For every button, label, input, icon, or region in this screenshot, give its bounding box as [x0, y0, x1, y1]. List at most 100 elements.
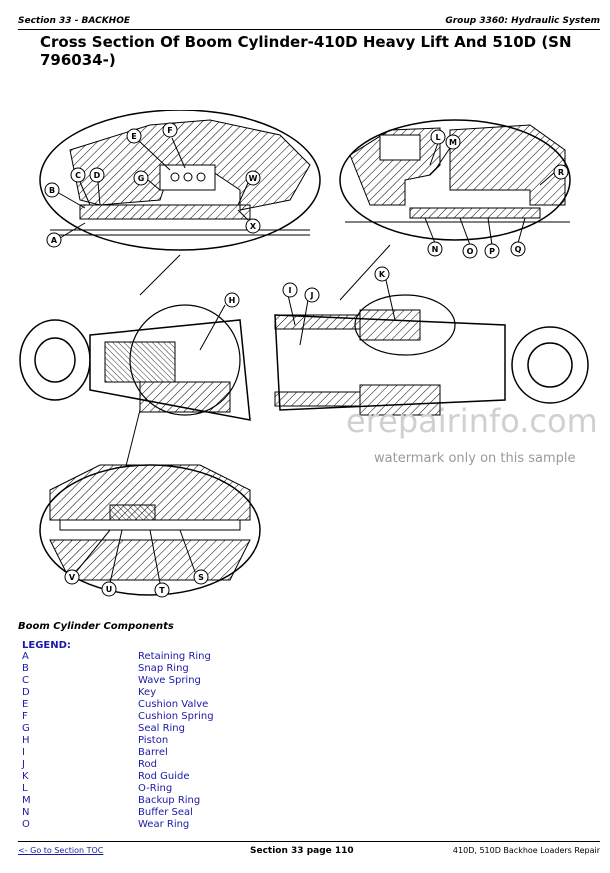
group-label: Group 3360: Hydraulic System	[445, 16, 600, 26]
svg-text:J: J	[310, 291, 314, 300]
callout-w: W	[237, 170, 261, 206]
svg-text:H: H	[229, 296, 236, 305]
callout-i: I	[282, 282, 298, 326]
callout-q: Q	[510, 217, 526, 257]
callout-n: N	[424, 217, 443, 257]
legend-label: Rod Guide	[138, 771, 190, 782]
callout-e: E	[126, 128, 171, 171]
legend-label: Cushion Spring	[138, 711, 214, 722]
callout-a: A	[46, 222, 86, 248]
svg-text:Q: Q	[515, 245, 522, 254]
legend-key: H	[22, 735, 30, 746]
callout-h: H	[199, 292, 240, 351]
callout-l: L	[429, 129, 446, 166]
svg-text:L: L	[435, 133, 440, 142]
detail-rod-guide	[339, 119, 571, 241]
svg-text:R: R	[558, 168, 564, 177]
legend-item: M Backup Ring	[22, 795, 342, 807]
svg-text:T: T	[159, 586, 165, 595]
legend-item: J Rod	[22, 759, 342, 771]
svg-text:E: E	[131, 132, 136, 141]
legend-item: B Snap Ring	[22, 663, 342, 675]
callout-c: C	[70, 167, 91, 206]
legend-label: Key	[138, 687, 157, 698]
svg-text:W: W	[249, 174, 258, 183]
legend-key: I	[22, 747, 25, 758]
legend-item: K Rod Guide	[22, 771, 342, 783]
callout-g: G	[133, 170, 161, 191]
legend-label: Snap Ring	[138, 663, 189, 674]
detail-piston-seal	[39, 464, 261, 596]
svg-text:P: P	[489, 247, 495, 256]
page-title: Cross Section Of Boom Cylinder-410D Heav…	[40, 33, 572, 69]
svg-text:G: G	[138, 174, 145, 183]
svg-text:X: X	[250, 222, 257, 231]
legend-item: L O-Ring	[22, 783, 342, 795]
legend-label: Retaining Ring	[138, 651, 211, 662]
svg-text:V: V	[69, 573, 76, 582]
legend-key: G	[22, 723, 30, 734]
legend-key: N	[22, 807, 30, 818]
legend-key: C	[22, 675, 29, 686]
legend-item: N Buffer Seal	[22, 807, 342, 819]
callout-r: R	[539, 164, 569, 186]
callout-labels: A B C D E F G H I J K L M N O P Q R S T …	[44, 122, 569, 598]
watermark-note: watermark only on this sample	[374, 451, 576, 466]
legend-key: L	[22, 783, 28, 794]
svg-text:S: S	[198, 573, 204, 582]
legend-item: D Key	[22, 687, 342, 699]
callout-m: M	[434, 134, 461, 171]
legend-label: Barrel	[138, 747, 168, 758]
legend-key: A	[22, 651, 29, 662]
callout-b: B	[44, 182, 86, 209]
page-header: Section 33 - BACKHOE Group 3360: Hydraul…	[18, 16, 600, 30]
legend-item: H Piston	[22, 735, 342, 747]
section-label: Section 33 - BACKHOE	[18, 16, 131, 26]
svg-text:O: O	[467, 247, 474, 256]
callout-u: U	[101, 529, 123, 597]
legend-label: O-Ring	[138, 783, 173, 794]
callout-x: X	[237, 209, 261, 234]
legend-label: Seal Ring	[138, 723, 185, 734]
legend-key: B	[22, 663, 29, 674]
legend-item: G Seal Ring	[22, 723, 342, 735]
legend-item: A Retaining Ring	[22, 651, 342, 663]
legend-item: C Wave Spring	[22, 675, 342, 687]
svg-text:A: A	[51, 236, 58, 245]
legend-label: Wave Spring	[138, 675, 201, 686]
callout-s: S	[179, 529, 209, 585]
legend-key: O	[22, 819, 30, 830]
toc-link[interactable]: <- Go to Section TOC	[18, 846, 104, 855]
svg-text:B: B	[49, 186, 55, 195]
legend-label: Buffer Seal	[138, 807, 193, 818]
svg-text:C: C	[75, 171, 81, 180]
legend-label: Backup Ring	[138, 795, 201, 806]
callout-v: V	[64, 529, 111, 585]
svg-text:N: N	[432, 245, 439, 254]
legend-key: D	[22, 687, 30, 698]
legend-key: M	[22, 795, 31, 806]
cylinder-assembly	[19, 244, 589, 491]
page-number: Section 33 page 110	[250, 846, 354, 856]
legend-heading: LEGEND:	[22, 640, 71, 651]
callout-d: D	[89, 167, 105, 206]
legend-label: Piston	[138, 735, 169, 746]
legend-key: E	[22, 699, 29, 710]
svg-text:I: I	[289, 286, 292, 295]
footer-divider	[18, 841, 600, 842]
boom-cylinder-diagram: A B C D E F G H I J K L M N O P Q R S T …	[19, 110, 589, 598]
legend-key: J	[22, 759, 25, 770]
watermark-logo: erepairinfo.com	[346, 402, 598, 440]
legend-label: Wear Ring	[138, 819, 190, 830]
callout-k: K	[374, 266, 396, 321]
callout-o: O	[459, 217, 478, 259]
callout-t: T	[149, 529, 170, 598]
legend-label: Rod	[138, 759, 157, 770]
manual-title: 410D, 510D Backhoe Loaders Repair	[452, 846, 600, 855]
svg-text:U: U	[106, 585, 113, 594]
legend-key: K	[22, 771, 29, 782]
svg-text:K: K	[379, 270, 386, 279]
